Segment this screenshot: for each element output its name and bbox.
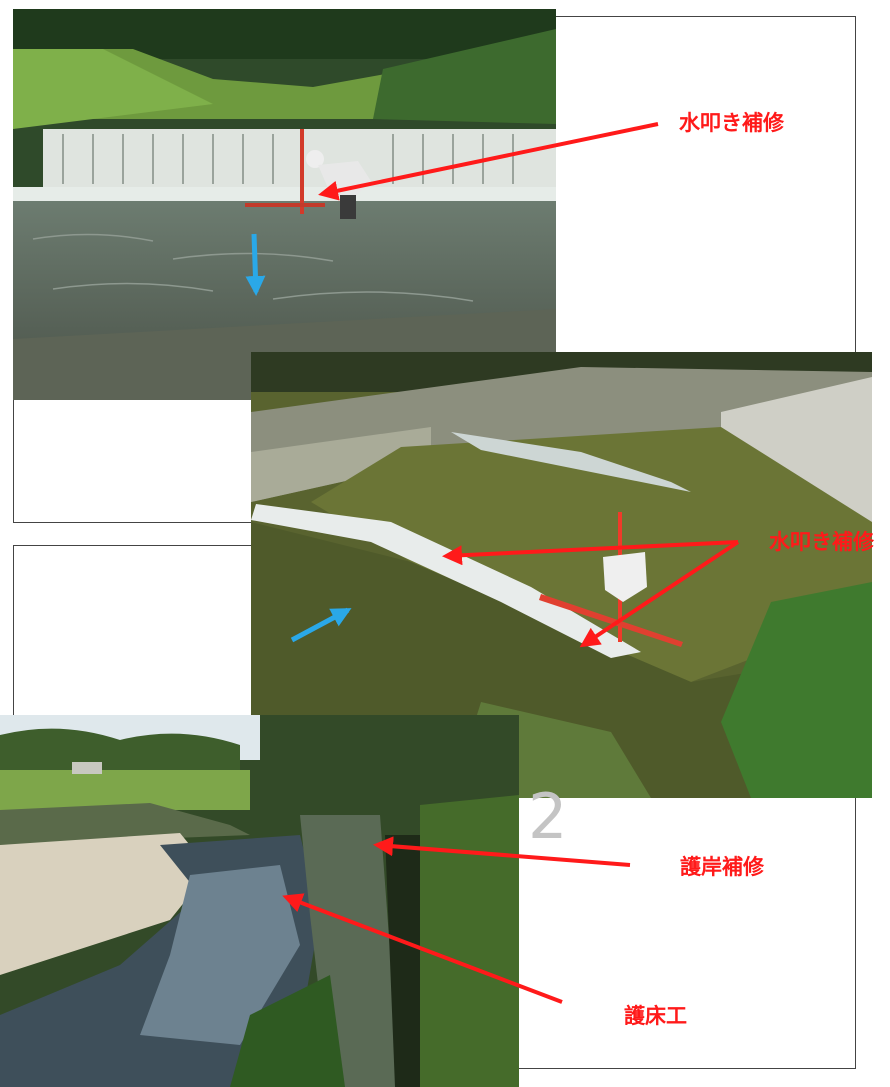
- photo-weir-repair: [13, 9, 556, 400]
- label-weir-repair: 水叩き補修: [679, 111, 784, 135]
- photo-revetment-repair: [0, 715, 519, 1087]
- page-number: 2: [528, 780, 568, 853]
- label-apron-repair: 水叩き補修: [769, 530, 874, 554]
- label-revetment-repair: 護岸補修: [680, 855, 764, 879]
- label-bed-protection: 護床工: [624, 1004, 687, 1028]
